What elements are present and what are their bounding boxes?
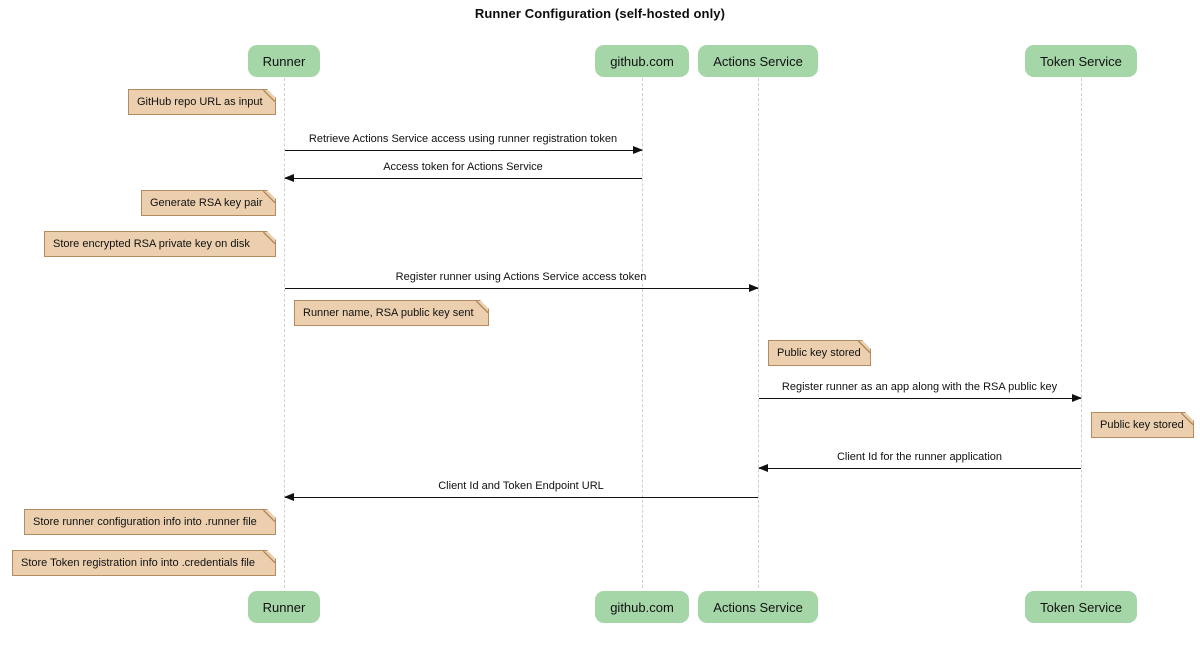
message-access-token <box>284 173 642 182</box>
message-label-client-id-runner-app: Client Id for the runner application <box>836 451 1003 463</box>
arrowhead-right-icon <box>1072 393 1082 402</box>
lifeline-actions <box>758 78 759 588</box>
lifeline-runner <box>284 78 285 588</box>
message-client-id-token-endpoint <box>284 492 758 501</box>
participant-actions-top[interactable]: Actions Service <box>698 45 818 77</box>
note-generate-rsa-key-pair: Generate RSA key pair <box>141 190 276 216</box>
message-label-register-runner: Register runner using Actions Service ac… <box>395 271 647 283</box>
message-label-access-token: Access token for Actions Service <box>383 161 543 173</box>
participant-token-bottom[interactable]: Token Service <box>1025 591 1137 623</box>
arrowhead-right-icon <box>633 145 643 154</box>
note-github-repo-url: GitHub repo URL as input <box>128 89 276 115</box>
participant-actions-bottom[interactable]: Actions Service <box>698 591 818 623</box>
message-label-client-id-token-endpoint: Client Id and Token Endpoint URL <box>438 480 604 492</box>
participant-github-top[interactable]: github.com <box>595 45 689 77</box>
note-runner-name-public-key: Runner name, RSA public key sent <box>294 300 489 326</box>
message-register-app-public-key <box>759 393 1082 402</box>
lifeline-github <box>642 78 643 588</box>
arrowhead-left-icon <box>284 492 294 501</box>
participant-runner-bottom[interactable]: Runner <box>248 591 320 623</box>
note-store-runner-config: Store runner configuration info into .ru… <box>24 509 276 535</box>
arrowhead-left-icon <box>284 173 294 182</box>
arrowhead-right-icon <box>749 283 759 292</box>
participant-token-top[interactable]: Token Service <box>1025 45 1137 77</box>
note-store-encrypted-private-key: Store encrypted RSA private key on disk <box>44 231 276 257</box>
note-public-key-stored-actions: Public key stored <box>768 340 871 366</box>
page-title: Runner Configuration (self-hosted only) <box>474 6 726 21</box>
participant-github-bottom[interactable]: github.com <box>595 591 689 623</box>
message-register-runner <box>285 283 759 292</box>
message-label-register-app-public-key: Register runner as an app along with the… <box>781 381 1058 393</box>
message-retrieve-actions-access <box>285 145 643 154</box>
message-label-retrieve-actions-access: Retrieve Actions Service access using ru… <box>308 133 618 145</box>
message-client-id-runner-app <box>758 463 1081 472</box>
note-store-token-registration: Store Token registration info into .cred… <box>12 550 276 576</box>
arrowhead-left-icon <box>758 463 768 472</box>
participant-runner-top[interactable]: Runner <box>248 45 320 77</box>
note-public-key-stored-token: Public key stored <box>1091 412 1194 438</box>
lifeline-token <box>1081 78 1082 588</box>
